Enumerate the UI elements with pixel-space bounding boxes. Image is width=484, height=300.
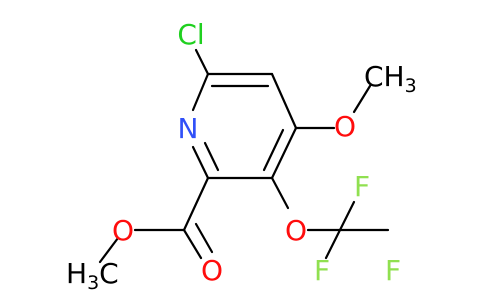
bond-c2-n1 bbox=[191, 145, 210, 180]
atom-chlorine: Cl bbox=[177, 18, 204, 51]
bond-ccarb-o-carbonyl-double bbox=[194, 222, 214, 254]
bond-n1-c6 bbox=[191, 72, 210, 112]
bond-o-ester-ch3 bbox=[98, 236, 120, 264]
atom-oxygen-methoxy: O bbox=[334, 110, 356, 143]
atom-nitrogen: N bbox=[178, 112, 199, 145]
bond-c3-o bbox=[270, 176, 290, 210]
bond-cf3-f-bottom bbox=[324, 228, 342, 260]
atom-oxygen-carbonyl: O bbox=[201, 254, 223, 287]
bond-cf3-f-top bbox=[338, 200, 356, 232]
atom-fluorine-bottom-left: F bbox=[314, 254, 330, 287]
bond-c6-cl bbox=[194, 48, 210, 76]
bond-ccarb-o-carbonyl bbox=[182, 228, 203, 260]
atom-methyl-ester: H3C bbox=[66, 257, 119, 294]
bond-c4-c3 bbox=[270, 126, 298, 180]
bond-c2-ccarb bbox=[182, 176, 210, 232]
atom-methyl-methoxy: CH3 bbox=[364, 60, 417, 97]
atom-oxygen-ester: O bbox=[112, 214, 134, 247]
bond-c4-c3-double bbox=[262, 128, 285, 172]
bond-o-ch3 bbox=[352, 84, 372, 114]
bond-c2-n1-double bbox=[203, 141, 220, 172]
atom-fluorine-top: F bbox=[354, 170, 370, 203]
atom-fluorine-bottom-right: F bbox=[385, 254, 401, 287]
bond-c5-c4 bbox=[270, 72, 298, 130]
atom-oxygen-trifluoromethoxy: O bbox=[285, 214, 307, 247]
